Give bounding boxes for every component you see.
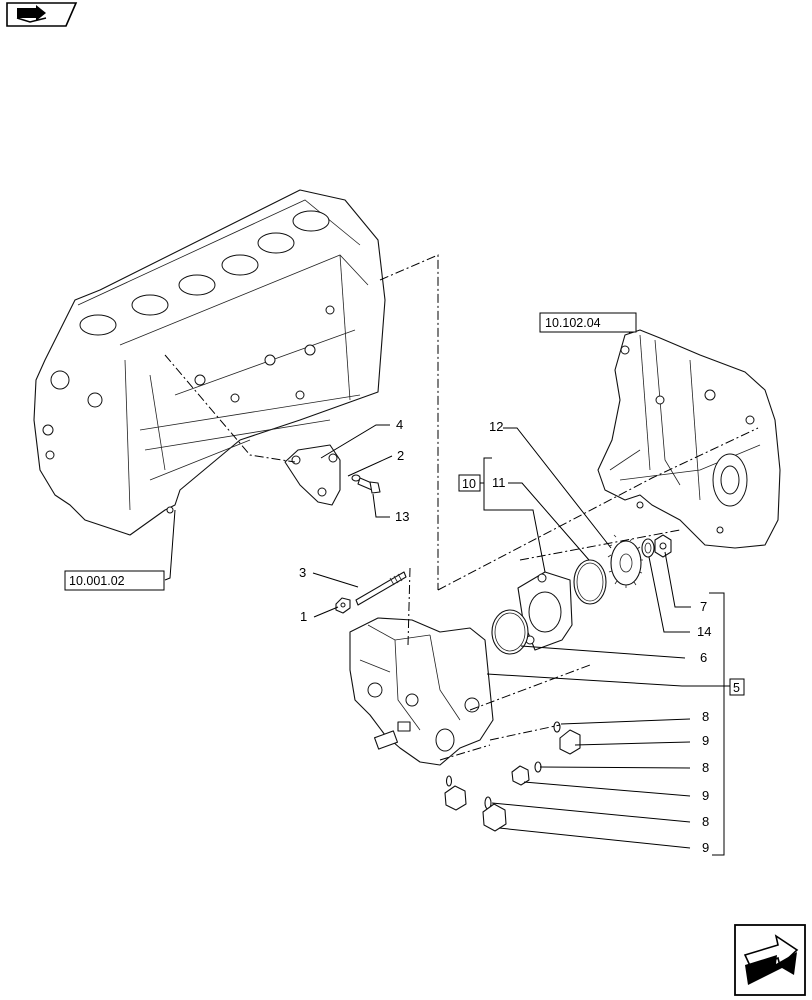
leader-lines <box>164 325 730 856</box>
callout-labels: 4 2 13 3 1 12 11 7 14 6 8 9 8 9 8 9 <box>299 417 711 855</box>
drive-gear <box>607 534 643 588</box>
stud <box>355 571 407 606</box>
callout-5: 5 <box>733 681 740 695</box>
callout-3: 3 <box>299 565 306 580</box>
seal-ring-pump-left <box>445 775 453 787</box>
callout-9a: 9 <box>702 733 709 748</box>
callout-8c: 8 <box>702 814 709 829</box>
ref-gear-housing[interactable]: 10.102.04 <box>539 312 637 333</box>
assembly-axis-lines <box>164 254 759 761</box>
plug-pump-left <box>444 785 467 811</box>
callout-1: 1 <box>300 609 307 624</box>
o-ring-6 <box>491 609 529 655</box>
callout-12: 12 <box>489 419 503 434</box>
callout-14: 14 <box>697 624 711 639</box>
high-pressure-pump <box>349 617 494 766</box>
nut-7 <box>654 534 672 558</box>
ref-engine-block[interactable]: 10.001.02 <box>64 570 165 591</box>
pump-flange <box>517 571 573 651</box>
callout-5-box: 5 <box>729 678 745 696</box>
callout-11: 11 <box>492 475 506 490</box>
callout-9c: 9 <box>702 840 709 855</box>
callout-2: 2 <box>397 448 404 463</box>
nut <box>335 597 351 614</box>
callout-6: 6 <box>700 650 707 665</box>
callout-7: 7 <box>700 599 707 614</box>
gear-housing-illustration <box>597 329 781 549</box>
bolt <box>357 477 381 494</box>
plug-9b <box>511 765 530 786</box>
engine-block-illustration <box>33 189 386 536</box>
o-ring-11 <box>573 559 607 605</box>
plug-9a <box>559 729 581 755</box>
pump-bracket <box>284 444 341 506</box>
callout-10-box: 10 <box>458 474 481 492</box>
seal-ring-8a <box>553 721 561 733</box>
ref-engine-block-label: 10.001.02 <box>69 574 125 588</box>
callout-8a: 8 <box>702 709 709 724</box>
callout-13: 13 <box>395 509 409 524</box>
ref-gear-housing-label: 10.102.04 <box>545 316 601 330</box>
callout-9b: 9 <box>702 788 709 803</box>
book-arrow-icon[interactable] <box>6 2 78 27</box>
callout-4: 4 <box>396 417 403 432</box>
plug-9c <box>482 803 507 832</box>
washer-14 <box>641 538 655 558</box>
next-page-arrow-icon[interactable] <box>734 924 806 996</box>
callout-10: 10 <box>462 477 476 491</box>
callout-8b: 8 <box>702 760 709 775</box>
